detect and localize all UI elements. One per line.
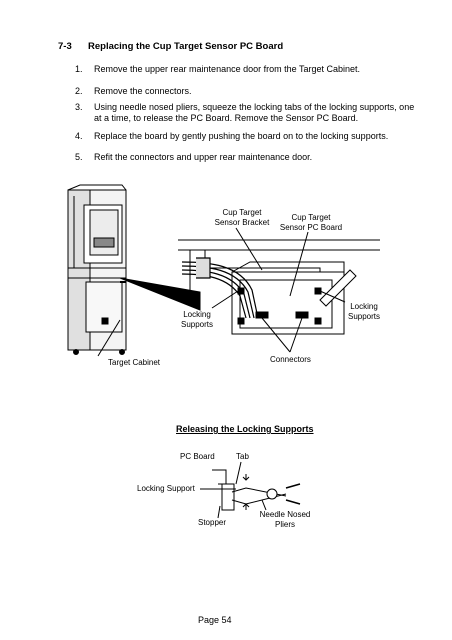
locking-supports-right-label: Locking Supports bbox=[347, 302, 381, 321]
step-text: Refit the connectors and upper rear main… bbox=[94, 152, 313, 162]
stopper-label: Stopper bbox=[198, 518, 227, 527]
locking-support-label: Locking Support bbox=[137, 484, 195, 493]
step-text: Remove the connectors. bbox=[94, 86, 192, 96]
target-cabinet-drawing bbox=[67, 184, 127, 355]
connectors-label: Connectors bbox=[270, 355, 311, 364]
page-number: Page 54 bbox=[198, 615, 232, 625]
target-cabinet-label: Target Cabinet bbox=[108, 358, 161, 367]
locking-supports-left-label: Locking Supports bbox=[180, 310, 214, 329]
step-text: Remove the upper rear maintenance door f… bbox=[94, 64, 360, 74]
step-number: 1. bbox=[75, 64, 83, 74]
section-title: Replacing the Cup Target Sensor PC Board bbox=[88, 41, 284, 52]
pliers-label: Needle Nosed Pliers bbox=[259, 510, 311, 529]
step-number: 2. bbox=[75, 86, 83, 96]
figure-title: Releasing the Locking Supports bbox=[176, 424, 314, 434]
pc-board-label: Cup Target Sensor PC Board bbox=[279, 213, 343, 232]
zoom-beam bbox=[119, 277, 201, 311]
step-number: 4. bbox=[75, 131, 83, 141]
tab-label: Tab bbox=[236, 452, 249, 461]
releasing-figure-drawing bbox=[200, 461, 301, 519]
step-text: Replace the board by gently pushing the … bbox=[94, 131, 389, 141]
step-text: Using needle nosed pliers, squeeze the l… bbox=[94, 102, 415, 112]
bracket-label: Cup Target Sensor Bracket bbox=[214, 208, 270, 227]
step-number: 5. bbox=[75, 152, 83, 162]
section-number: 7-3 bbox=[58, 41, 72, 52]
step-text: at a time, to release the PC Board. Remo… bbox=[94, 113, 359, 123]
step-number: 3. bbox=[75, 102, 83, 112]
pc-board-detail-label: PC Board bbox=[180, 452, 215, 461]
